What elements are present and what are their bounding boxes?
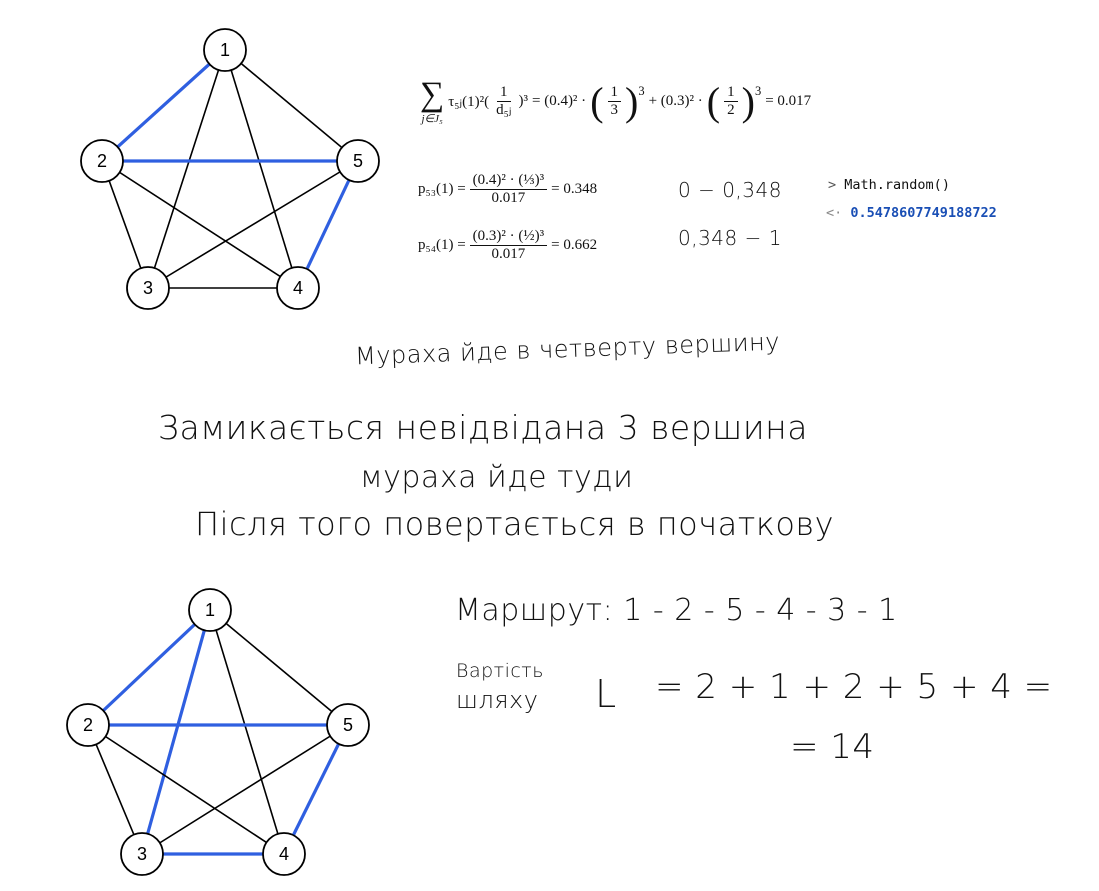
edge-1-3 bbox=[140, 609, 212, 855]
edge-4-5 bbox=[296, 160, 360, 289]
edge-1-4 bbox=[209, 609, 285, 855]
route-label: Маршрут: bbox=[455, 593, 614, 628]
node-circle-3 bbox=[126, 266, 170, 310]
node-label-4: 4 bbox=[279, 844, 289, 864]
node-2: 2 bbox=[66, 703, 110, 747]
edge-1-5 bbox=[224, 49, 359, 162]
sum-frac-num: 1 bbox=[497, 84, 511, 102]
edge-1-5 bbox=[209, 609, 349, 726]
edge-3-5 bbox=[141, 724, 349, 855]
cost-expression: = 2 + 1 + 2 + 5 + 4 = bbox=[655, 667, 1053, 707]
sum-term: τ₅ⱼ(1)²( bbox=[448, 94, 490, 110]
note-line-4: Після того повертається в початкову bbox=[195, 505, 835, 543]
cost-label-2: шляху bbox=[456, 686, 539, 714]
node-label-2: 2 bbox=[83, 715, 93, 735]
console-result-arrow: <· bbox=[826, 205, 843, 221]
note-line-2: Замикається невідвідана 3 вершина bbox=[158, 408, 808, 447]
note-line-1: Мураха йде в четверту вершину bbox=[354, 327, 781, 371]
node-circle-2 bbox=[66, 703, 110, 747]
node-circle-4 bbox=[262, 832, 306, 876]
sum-eq1: = (0.4)² · bbox=[531, 93, 587, 109]
sum-exp2: 3 bbox=[754, 84, 762, 98]
cost-var: L bbox=[595, 672, 617, 716]
sum-frac-den: d₅ⱼ bbox=[496, 102, 512, 118]
interval-2: 0,348 − 1 bbox=[678, 226, 782, 250]
p54-fraction: (0.3)² · (½)³ 0.017 bbox=[469, 228, 548, 264]
node-label-1: 1 bbox=[220, 40, 230, 60]
sum-operator: ∑ j∈J₅ bbox=[420, 78, 444, 125]
node-circle-1 bbox=[203, 28, 247, 72]
interval-1: 0 − 0,348 bbox=[678, 178, 782, 202]
route: Маршрут: 1 - 2 - 5 - 4 - 3 - 1 bbox=[455, 593, 898, 628]
node-circle-2 bbox=[80, 139, 124, 183]
formula-p53: p₅₃(1) = (0.4)² · (⅓)³ 0.017 = 0.348 bbox=[418, 172, 598, 208]
graph-top: 1 2 3 4 5 bbox=[60, 28, 400, 318]
node-circle-5 bbox=[326, 703, 370, 747]
console-result: 0.5478607749188722 bbox=[850, 205, 997, 221]
sum-term-fraction: 1 d₅ⱼ bbox=[493, 84, 514, 120]
node-1: 1 bbox=[188, 588, 232, 632]
route-value: 1 - 2 - 5 - 4 - 3 - 1 bbox=[623, 593, 898, 628]
node-circle-3 bbox=[120, 832, 164, 876]
formula-sum: ∑ j∈J₅ τ₅ⱼ(1)²( 1 d₅ⱼ )³ = (0.4)² · ( 1 … bbox=[420, 76, 812, 125]
node-circle-4 bbox=[276, 266, 320, 310]
graph-top-svg: 1 2 3 4 5 bbox=[80, 28, 380, 310]
node-circle-1 bbox=[188, 588, 232, 632]
sum-exp1: 3 bbox=[638, 84, 645, 98]
edge-2-4 bbox=[87, 724, 285, 855]
sum-term-close: )³ bbox=[518, 93, 528, 109]
console-command: Math.random() bbox=[844, 177, 950, 193]
sum-subscript: j∈J₅ bbox=[421, 113, 443, 125]
node-label-5: 5 bbox=[353, 151, 363, 171]
node-label-4: 4 bbox=[293, 278, 303, 298]
sum-result: = 0.017 bbox=[765, 93, 812, 109]
node-5: 5 bbox=[326, 703, 370, 747]
edge-2-4 bbox=[101, 160, 299, 289]
p53-fraction: (0.4)² · (⅓)³ 0.017 bbox=[469, 172, 548, 208]
note-line-3: мураха йде туди bbox=[360, 460, 634, 495]
edge-1-2 bbox=[86, 608, 212, 727]
node-label-3: 3 bbox=[137, 844, 147, 864]
node-3: 3 bbox=[120, 832, 164, 876]
console-command-line: > Math.random() bbox=[828, 177, 950, 193]
node-2: 2 bbox=[80, 139, 124, 183]
edge-1-4 bbox=[224, 49, 299, 289]
formula-p54: p₅₄(1) = (0.3)² · (½)³ 0.017 = 0.662 bbox=[418, 228, 598, 264]
node-label-3: 3 bbox=[143, 278, 153, 298]
sum-frac1: 1 3 bbox=[607, 84, 622, 120]
console-prompt: > bbox=[828, 177, 837, 193]
edge-1-2 bbox=[100, 48, 227, 163]
graph-bottom-svg: 1 2 3 4 5 bbox=[66, 588, 370, 876]
node-4: 4 bbox=[276, 266, 320, 310]
node-label-2: 2 bbox=[97, 151, 107, 171]
console-result-line: <· 0.5478607749188722 bbox=[826, 205, 997, 221]
node-1: 1 bbox=[203, 28, 247, 72]
edge-1-3 bbox=[147, 49, 226, 289]
node-3: 3 bbox=[126, 266, 170, 310]
node-label-1: 1 bbox=[205, 600, 215, 620]
edge-2-3 bbox=[87, 724, 143, 855]
node-5: 5 bbox=[336, 139, 380, 183]
node-circle-5 bbox=[336, 139, 380, 183]
sum-frac2: 1 2 bbox=[724, 84, 738, 120]
edge-3-5 bbox=[147, 160, 359, 289]
edge-4-5 bbox=[282, 724, 350, 855]
node-label-5: 5 bbox=[343, 715, 353, 735]
cost-label-1: Вартість bbox=[456, 660, 544, 682]
node-4: 4 bbox=[262, 832, 306, 876]
cost-result: = 14 bbox=[790, 727, 875, 767]
edge-2-3 bbox=[101, 160, 149, 289]
graph-bottom: 1 2 3 4 5 bbox=[50, 588, 390, 878]
sum-plus: + (0.3)² · bbox=[648, 93, 703, 109]
sigma-symbol: ∑ bbox=[420, 76, 445, 113]
